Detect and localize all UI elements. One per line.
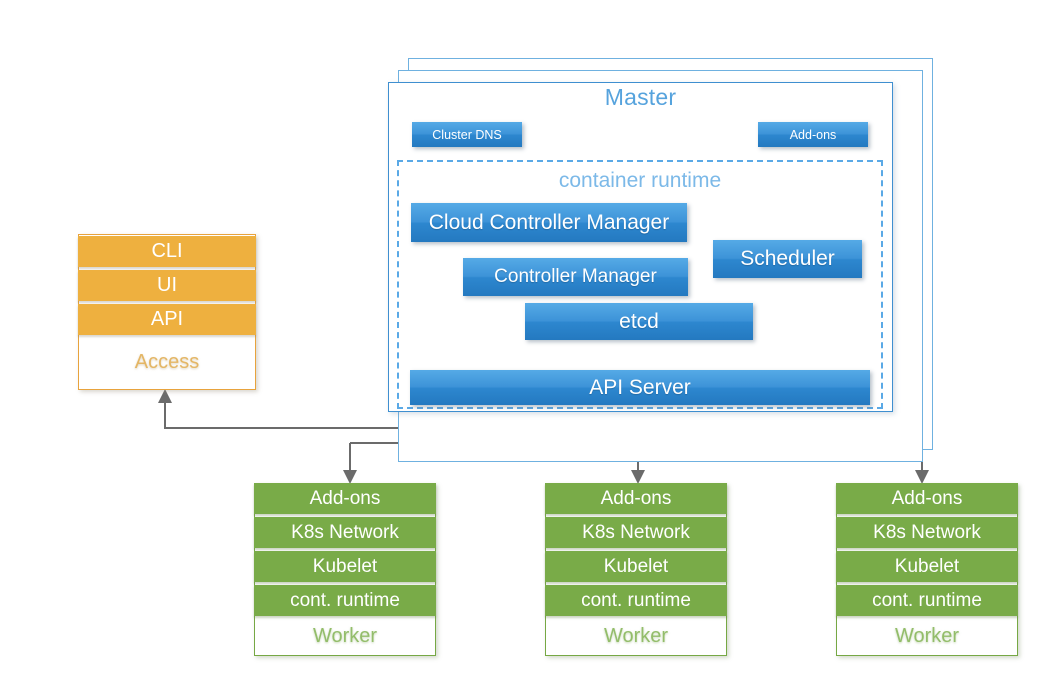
worker-layer-add-ons[interactable]: Add-ons	[836, 483, 1018, 514]
worker-label: Worker	[312, 624, 378, 647]
worker-layer-add-ons[interactable]: Add-ons	[545, 483, 727, 514]
cluster-dns-badge[interactable]: Cluster DNS	[412, 122, 522, 147]
worker-layer-kubelet[interactable]: Kubelet	[836, 551, 1018, 582]
worker-layer-add-ons[interactable]: Add-ons	[254, 483, 436, 514]
controller-manager-box[interactable]: Controller Manager	[463, 258, 688, 296]
worker-node-2: Add-ons K8s Network Kubelet cont. runtim…	[545, 483, 727, 656]
worker-node-1: Add-ons K8s Network Kubelet cont. runtim…	[254, 483, 436, 656]
worker-layer-cont-runtime[interactable]: cont. runtime	[836, 585, 1018, 616]
worker-layer-kubelet[interactable]: Kubelet	[545, 551, 727, 582]
access-layer-api[interactable]: API	[78, 304, 256, 335]
api-server-box[interactable]: API Server	[410, 370, 870, 405]
master-add-ons-badge[interactable]: Add-ons	[758, 122, 868, 147]
worker-layer-kubelet[interactable]: Kubelet	[254, 551, 436, 582]
worker-layer-cont-runtime[interactable]: cont. runtime	[254, 585, 436, 616]
worker-label: Worker	[603, 624, 669, 647]
worker-layer-k8s-network[interactable]: K8s Network	[836, 517, 1018, 548]
scheduler-box[interactable]: Scheduler	[713, 240, 862, 278]
etcd-box[interactable]: etcd	[525, 303, 753, 340]
cloud-controller-manager-box[interactable]: Cloud Controller Manager	[411, 203, 687, 242]
worker-layer-k8s-network[interactable]: K8s Network	[254, 517, 436, 548]
container-runtime-box	[397, 160, 883, 409]
worker-layer-k8s-network[interactable]: K8s Network	[545, 517, 727, 548]
access-layer-ui[interactable]: UI	[78, 270, 256, 301]
worker-node-3: Add-ons K8s Network Kubelet cont. runtim…	[836, 483, 1018, 656]
worker-label: Worker	[894, 624, 960, 647]
container-runtime-title: container runtime	[558, 169, 722, 192]
access-layer-cli[interactable]: CLI	[78, 236, 256, 267]
master-title: Master	[604, 84, 677, 110]
worker-layer-cont-runtime[interactable]: cont. runtime	[545, 585, 727, 616]
access-label: Access	[134, 351, 200, 373]
